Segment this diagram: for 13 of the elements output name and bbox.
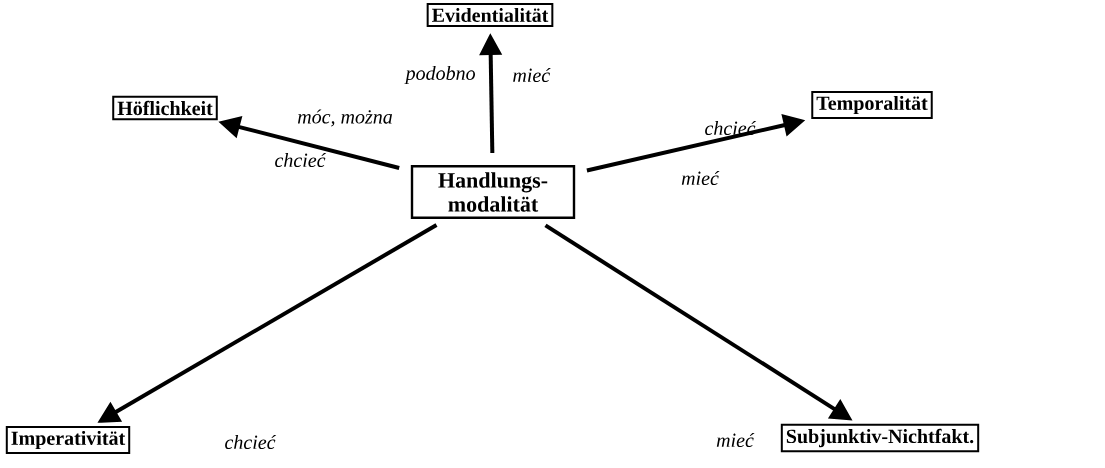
verb-label: chcieć [275,152,327,168]
verb-label: mieć [513,67,551,83]
verb-label: mieć [681,170,720,186]
edge-label: podobno [404,65,475,85]
edge-label: móc, można [297,109,392,127]
concept-box: Temporalität [811,90,933,120]
concept-box: Evidentialität [426,2,554,28]
concept-box: Höflichkeit [112,95,218,121]
concept-box: Subjunktiv-Nichtfakt. [780,423,980,453]
edge-label: mieć [716,432,755,448]
concept-box: Handlungs- modalität [410,165,576,219]
edge-label: chcieć [225,434,277,450]
concept-box: Imperativität [5,425,131,455]
